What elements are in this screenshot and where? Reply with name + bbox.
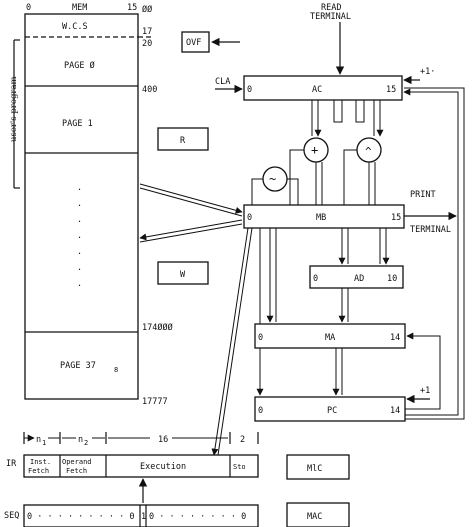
svg-text:0: 0 xyxy=(247,85,252,95)
cla-label: CLA xyxy=(215,77,230,87)
ir-w2: 2 xyxy=(240,435,245,445)
pc-label: PC xyxy=(327,406,337,416)
seq-right-bits: 0 · · · · · · · · 0 xyxy=(149,512,246,522)
wcs-label: W.C.S xyxy=(62,22,88,32)
memory-outline xyxy=(24,13,139,400)
svg-text:.: . xyxy=(77,279,82,289)
addr-00: ØØ xyxy=(142,4,152,15)
mem-title: MEM xyxy=(72,3,87,13)
r-register xyxy=(157,127,209,151)
svg-text:14: 14 xyxy=(390,406,400,416)
svg-text:TERMINAL: TERMINAL xyxy=(310,12,351,22)
svg-text:15: 15 xyxy=(386,85,396,95)
addr-400: 400 xyxy=(142,85,157,95)
mem-bit-start: 0 xyxy=(26,3,31,13)
ir-execution: Execution xyxy=(140,462,186,472)
svg-text:1: 1 xyxy=(42,439,46,447)
ad-label: AD xyxy=(354,274,364,284)
addr-17777: 17777 xyxy=(142,397,168,407)
user-program-label: user's program xyxy=(9,76,19,142)
ac-label: AC xyxy=(312,85,322,95)
ad-register xyxy=(309,265,404,289)
svg-text:0: 0 xyxy=(258,333,263,343)
mb-to-ir-arrow xyxy=(211,227,249,456)
ir-n2: n xyxy=(78,435,83,445)
svg-text:0: 0 xyxy=(247,213,252,223)
r-label: R xyxy=(180,136,186,146)
svg-text:0: 0 xyxy=(313,274,318,284)
seq-label: SEQ xyxy=(4,511,19,521)
mb-to-mem-arrow xyxy=(139,219,243,241)
pc-plus-one-label: +1 xyxy=(420,386,430,396)
page0-label: PAGE Ø xyxy=(64,60,95,71)
seq-left-bits: 0 · · · · · · · · · 0 xyxy=(27,512,134,522)
addr-17: 17 xyxy=(142,27,152,37)
svg-text:.: . xyxy=(77,247,82,257)
svg-text:Fetch: Fetch xyxy=(28,467,49,475)
svg-text:15: 15 xyxy=(391,213,401,223)
mic-label: MlC xyxy=(307,464,322,474)
print-terminal-label: PRINT xyxy=(410,190,436,200)
return-bus xyxy=(403,88,459,416)
mb-label: MB xyxy=(316,213,326,223)
svg-text:0: 0 xyxy=(258,406,263,416)
memory-dots: . xyxy=(77,183,82,193)
seq-register xyxy=(23,504,259,527)
mac-label: MAC xyxy=(307,512,322,522)
w-label: W xyxy=(180,270,186,280)
mem-to-mb-arrow xyxy=(139,183,243,214)
svg-text:14: 14 xyxy=(390,333,400,343)
ma-register xyxy=(254,323,406,349)
addr-20: 20 xyxy=(142,39,152,49)
page37-subscript: 8 xyxy=(114,366,118,374)
mac-register xyxy=(286,502,350,527)
svg-text:^: ^ xyxy=(365,145,372,158)
ir-label: IR xyxy=(6,459,17,469)
ovf-register xyxy=(181,31,210,53)
addr-17400: 174ØØØ xyxy=(142,322,173,333)
ma-label: MA xyxy=(325,333,335,343)
svg-text:Fetch: Fetch xyxy=(66,467,87,475)
ir-inst-fetch: Inst. xyxy=(30,458,51,466)
svg-text:10: 10 xyxy=(387,274,397,284)
svg-text:TERMINAL: TERMINAL xyxy=(410,225,451,235)
svg-text:.: . xyxy=(77,231,82,241)
ir-n1: n xyxy=(36,435,41,445)
seq-one-bit: 1 xyxy=(141,512,146,522)
svg-text:+: + xyxy=(311,143,318,157)
svg-text:.: . xyxy=(77,199,82,209)
page37-label: PAGE 37 xyxy=(60,361,96,371)
ir-w16: 16 xyxy=(158,435,168,445)
w-register xyxy=(157,261,209,285)
svg-text:~: ~ xyxy=(269,172,276,186)
mem-bit-end: 15 xyxy=(127,3,137,13)
svg-text:2: 2 xyxy=(84,439,88,447)
ir-register xyxy=(23,454,259,478)
seq-block: SEQ 0 · · · · · · · · · 0 1 0 · · · · · … xyxy=(4,478,259,527)
ac-plus-one-label: +1· xyxy=(420,67,435,77)
ir-block: n 1 n 2 16 2 IR Inst. Fetch Operand Fetc… xyxy=(6,432,259,478)
ovf-label: OVF xyxy=(186,38,201,48)
ac-register xyxy=(243,75,403,101)
pc-register xyxy=(254,396,406,422)
page1-label: PAGE 1 xyxy=(62,119,93,129)
read-terminal-label: READ xyxy=(321,3,341,13)
ir-sto: Sto xyxy=(233,463,246,471)
svg-text:.: . xyxy=(77,263,82,273)
mic-register xyxy=(286,454,350,480)
memory-block: 0 MEM 15 W.C.S PAGE Ø PAGE 1 . . . . . .… xyxy=(9,3,173,407)
ir-operand-fetch: Operand xyxy=(62,458,92,466)
svg-text:.: . xyxy=(77,215,82,225)
